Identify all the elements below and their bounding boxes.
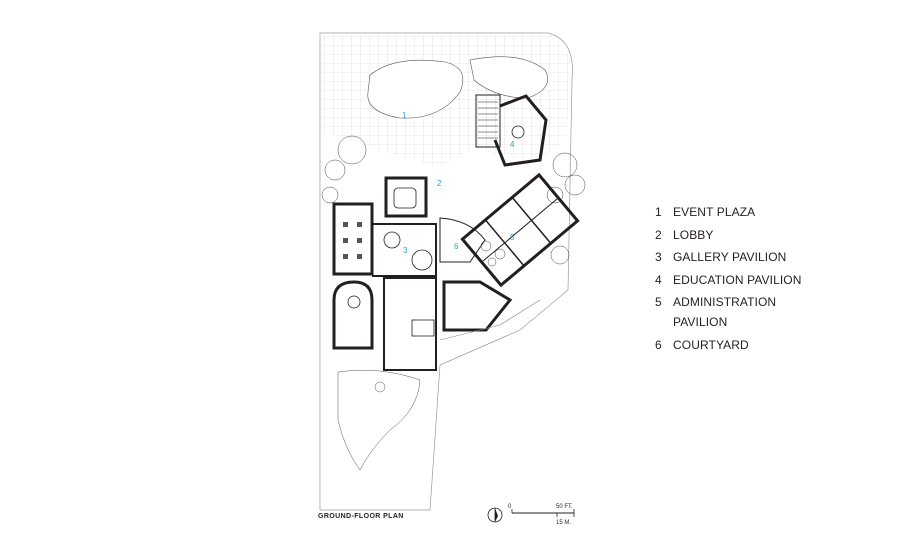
legend-number: 3 (655, 250, 662, 264)
scale-meters: 15 M. (556, 520, 571, 526)
room-label-6: 6 (454, 242, 459, 251)
legend-label: ADMINISTRATION PAVILION (673, 295, 777, 329)
administration-pavilion (460, 172, 580, 288)
legend: 1 EVENT PLAZA 2 LOBBY 3 GALLERY PAVILION… (655, 202, 855, 357)
scale-bar: 0 50 FT. 15 M. (508, 504, 575, 526)
scale-zero: 0 (508, 504, 512, 510)
legend-number: 1 (655, 205, 662, 219)
legend-item: 6 COURTYARD (655, 335, 855, 355)
room-label-5: 5 (510, 233, 515, 242)
legend-label: GALLERY PAVILION (673, 250, 787, 264)
legend-number: 2 (655, 227, 662, 242)
room-label-4: 4 (510, 140, 515, 149)
plan-title: GROUND-FLOOR PLAN (318, 513, 404, 520)
scale-feet: 50 FT. (556, 504, 573, 510)
south-landscape (337, 369, 421, 471)
legend-item: 2 LOBBY (655, 225, 855, 245)
seating-block (475, 94, 501, 148)
legend-label: EDUCATION PAVILION (673, 272, 802, 287)
lobby-room (384, 176, 428, 218)
lawn-oval-east (469, 56, 548, 99)
legend-number: 6 (655, 337, 662, 352)
legend-number: 4 (655, 272, 662, 287)
legend-item: 3 GALLERY PAVILION (655, 247, 855, 267)
legend-item: 5 ADMINISTRATION PAVILION (655, 292, 855, 332)
legend-label: COURTYARD (673, 337, 749, 352)
courtyard (439, 217, 486, 263)
trees-west (321, 135, 367, 204)
legend-item: 4 EDUCATION PAVILION (655, 270, 855, 290)
legend-label: EVENT PLAZA (673, 205, 756, 219)
trees-east (546, 152, 586, 265)
site-boundary (319, 32, 573, 511)
lawn-oval-west (367, 59, 464, 119)
room-label-2: 2 (437, 179, 442, 188)
legend-item: 1 EVENT PLAZA (655, 202, 855, 222)
legend-label: LOBBY (673, 227, 714, 242)
north-arrow-icon (487, 507, 503, 523)
gallery-west-wing (332, 202, 374, 276)
legend-number: 5 (655, 295, 662, 309)
room-label-3: 3 (403, 246, 408, 255)
gallery-exhibits (343, 222, 362, 259)
gallery-hall (372, 223, 437, 277)
east-lower-block (442, 280, 513, 332)
room-label-1: 1 (402, 111, 407, 120)
south-wing (332, 280, 374, 350)
education-pavilion-walls (493, 94, 548, 167)
service-rooms (383, 277, 437, 371)
